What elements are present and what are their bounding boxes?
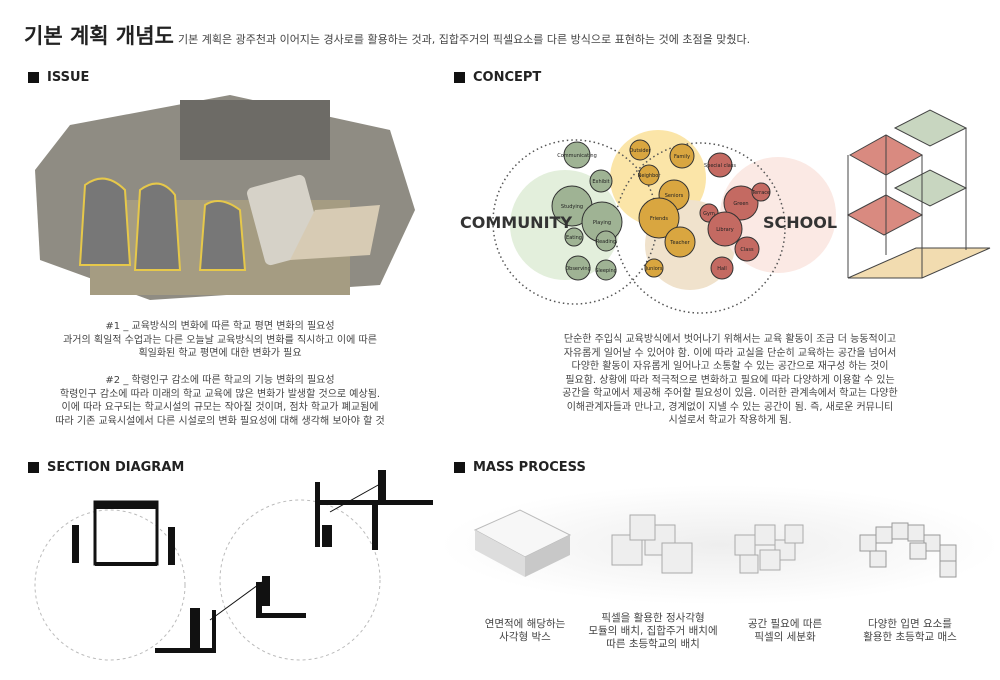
- issue-text: #1 _ 교육방식의 변화에 따른 학교 평면 변화의 필요성 과거의 획일적 …: [55, 321, 385, 427]
- bubble-label: Terrace: [751, 190, 770, 196]
- bubble-shared: [644, 258, 664, 278]
- bubble-label: Sleeping: [595, 268, 617, 274]
- issue-photo: [35, 95, 415, 300]
- bubble-school: [710, 256, 734, 280]
- bubble-label: Communicating: [557, 153, 597, 159]
- mass-caption-1: 연면적에 해당하는 사각형 박스: [484, 618, 566, 643]
- mass-caption-3: 공간 필요에 따른 픽셀의 세분화: [747, 618, 823, 643]
- bubble-label: Hall: [717, 266, 727, 272]
- issue-heading-label: ISSUE: [47, 70, 90, 85]
- bubble-community: [595, 230, 617, 252]
- mass-final: [859, 522, 957, 578]
- bubble-label: Special class: [704, 163, 736, 169]
- bubble-label: Juniors: [645, 266, 663, 272]
- mass-caption-4: 다양한 입면 요소를 활용한 초등학교 매스: [863, 618, 957, 643]
- bubble-community: [565, 255, 591, 281]
- bubble-label: Outsider: [629, 148, 651, 154]
- section-heading: SECTION DIAGRAM: [28, 460, 184, 475]
- square-bullet-icon: [28, 72, 39, 83]
- bubble-community: [564, 227, 584, 247]
- bubble-school: [751, 182, 771, 202]
- bubble-label: Seniors: [665, 193, 684, 199]
- bubble-school: [723, 185, 759, 221]
- issue-heading: ISSUE: [28, 70, 89, 85]
- bubble-shared: [669, 143, 695, 169]
- bubble-label: Studying: [561, 204, 583, 210]
- page-subtitle: 기본 계획은 광주천과 이어지는 경사로를 활용하는 것과, 집합주거의 픽셀요…: [178, 33, 751, 46]
- stacked-planes-diagram: [846, 109, 991, 279]
- mass-caption-2: 픽셀을 활용한 정사각형 모듈의 배치, 집합주거 배치에 따른 초등학교의 배…: [588, 612, 718, 650]
- mass-box: [473, 509, 572, 577]
- bubble-school: [734, 236, 760, 262]
- bubble-label: Exhibit: [592, 179, 609, 185]
- bubble-school: [707, 152, 733, 178]
- mass-heading-label: MASS PROCESS: [473, 460, 586, 475]
- bubble-label: Green: [733, 201, 748, 207]
- square-bullet-icon: [28, 462, 39, 473]
- square-bullet-icon: [454, 72, 465, 83]
- concept-heading: CONCEPT: [454, 70, 541, 85]
- bubble-shared: [638, 164, 660, 186]
- bubble-shared: [638, 197, 680, 239]
- bubble-label: Family: [674, 154, 690, 160]
- section-heading-label: SECTION DIAGRAM: [47, 460, 185, 475]
- bubble-community: [563, 141, 591, 169]
- concept-heading-label: CONCEPT: [473, 70, 542, 85]
- bubble-school: [707, 211, 743, 247]
- mass-subdivided: [734, 524, 804, 574]
- concept-text: 단순한 주입식 교육방식에서 벗어나기 위해서는 교육 활동이 조금 더 능동적…: [562, 334, 898, 426]
- mass-process-renders: [440, 485, 1000, 605]
- bubble-community: [595, 259, 617, 281]
- section-diagram: [34, 470, 433, 661]
- bubble-label: Teacher: [669, 240, 690, 246]
- page-title: 기본 계획 개념도: [24, 24, 174, 48]
- bubble-label: Eating: [566, 235, 582, 241]
- concept-diagram: CommunicatingExhibitStudyingPlayingEatin…: [460, 109, 991, 314]
- bubble-shared: [629, 139, 651, 161]
- bubble-label: Friends: [650, 216, 668, 222]
- bubble-label: Class: [740, 247, 754, 253]
- community-label: COMMUNITY: [460, 213, 572, 232]
- bubble-label: Playing: [593, 220, 611, 226]
- bubble-community: [589, 169, 613, 193]
- bubble-label: Neighbor: [638, 173, 662, 179]
- school-label: SCHOOL: [763, 213, 837, 232]
- mass-modules: [611, 514, 693, 574]
- square-bullet-icon: [454, 462, 465, 473]
- bubble-label: Library: [716, 227, 734, 233]
- mass-heading: MASS PROCESS: [454, 460, 586, 475]
- bubble-label: Observing: [565, 266, 591, 272]
- bubble-shared: [664, 226, 696, 258]
- bubble-label: Gym: [703, 211, 715, 217]
- bubble-label: Reading: [596, 239, 616, 245]
